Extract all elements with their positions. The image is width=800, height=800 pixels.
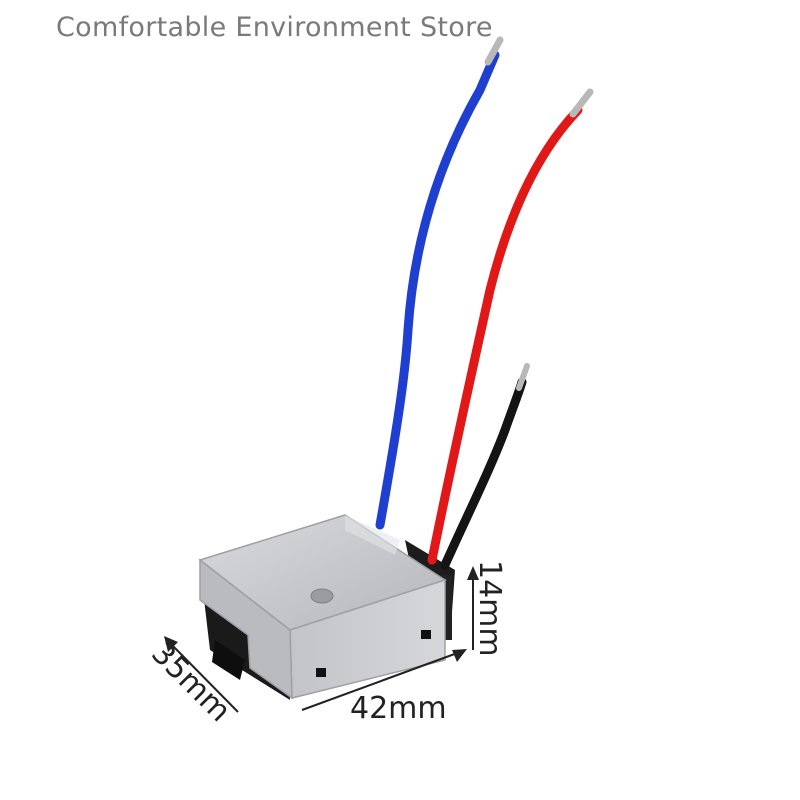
width-dimension: 42mm: [301, 649, 467, 726]
red-wire: [427, 105, 583, 565]
black-wire: [440, 377, 527, 570]
blue-wire: [375, 50, 500, 530]
store-name: Comfortable Environment Store: [56, 12, 493, 43]
wires: [375, 36, 594, 570]
switch-housing: [198, 514, 447, 700]
height-label: 14mm: [472, 560, 507, 657]
height-dimension: 14mm: [467, 560, 507, 657]
width-label: 42mm: [350, 691, 447, 726]
